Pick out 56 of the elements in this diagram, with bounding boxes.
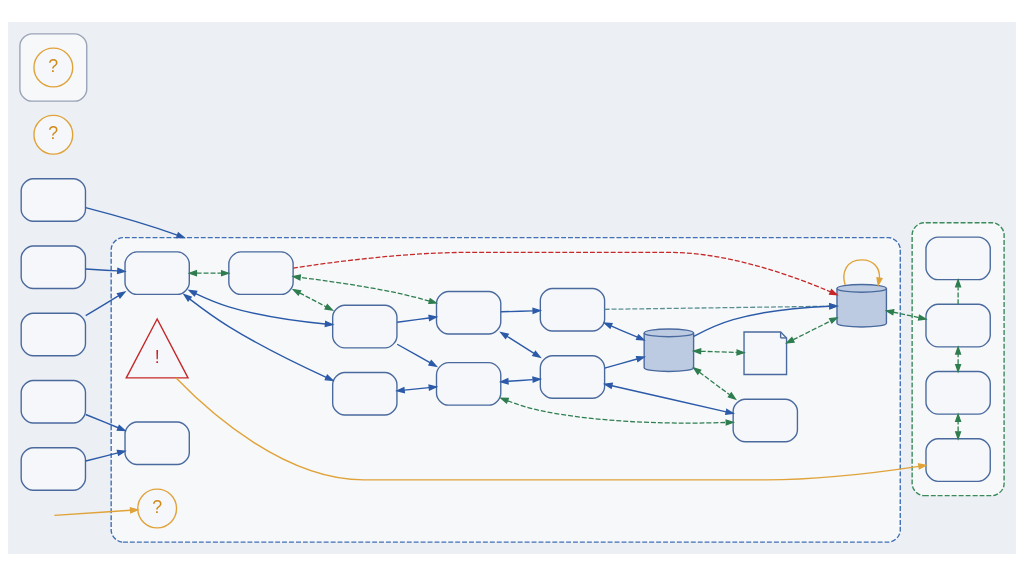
arrow xyxy=(85,413,127,432)
arrow xyxy=(498,376,543,385)
node-box xyxy=(925,303,991,348)
node-box xyxy=(925,236,991,281)
node-box xyxy=(539,355,606,399)
arrow xyxy=(954,412,962,441)
arrow xyxy=(85,291,127,317)
arrow xyxy=(692,366,737,401)
arrow xyxy=(182,293,335,382)
arrow xyxy=(603,355,646,369)
node-circle: ? xyxy=(33,47,74,88)
arrow xyxy=(187,269,231,277)
node-box xyxy=(435,361,502,406)
arrow xyxy=(292,251,839,296)
arrow xyxy=(884,309,928,321)
arrow xyxy=(291,274,439,305)
arrow xyxy=(396,314,439,323)
arrow xyxy=(602,382,736,415)
node-box xyxy=(732,398,799,443)
arrow xyxy=(843,259,883,288)
arrow xyxy=(85,449,127,462)
arrow xyxy=(499,397,736,426)
node-box xyxy=(925,438,991,482)
cluster xyxy=(19,33,88,102)
node-box xyxy=(20,245,87,290)
node-box xyxy=(20,312,87,357)
arrow xyxy=(691,347,746,356)
node-box xyxy=(20,447,87,491)
node-box xyxy=(124,421,190,466)
arrow xyxy=(84,206,186,239)
arrow xyxy=(53,506,140,517)
node-circle: ? xyxy=(33,114,74,155)
arrow xyxy=(85,267,127,275)
node-box xyxy=(228,251,294,296)
arrow xyxy=(602,322,646,341)
arrow xyxy=(291,288,335,311)
arrow xyxy=(785,316,839,344)
node-box xyxy=(20,178,87,222)
node-box xyxy=(124,251,190,296)
cluster xyxy=(911,222,1005,497)
node-box xyxy=(332,371,398,416)
node-circle: ? xyxy=(137,488,178,529)
arrow xyxy=(175,377,928,481)
arrow xyxy=(954,277,962,305)
node-box xyxy=(332,304,398,349)
node-box xyxy=(539,287,606,332)
node-box xyxy=(925,370,991,415)
arrow xyxy=(187,289,335,328)
arrow xyxy=(500,307,543,315)
node-box xyxy=(20,379,87,424)
node-box xyxy=(435,290,502,335)
arrow xyxy=(395,384,439,394)
arrow xyxy=(396,343,438,368)
arrow xyxy=(499,331,542,359)
arrow xyxy=(604,302,839,310)
arrow xyxy=(954,345,962,374)
